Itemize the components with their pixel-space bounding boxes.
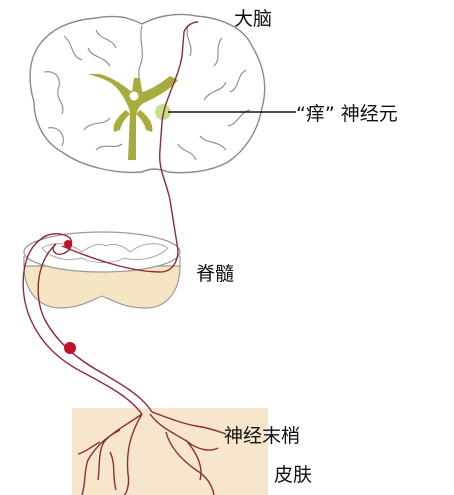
label-itch-neuron: “痒” 神经元 (296, 105, 398, 124)
spinal-cord-top (24, 232, 180, 272)
label-spinal-cord: 脊髓 (196, 265, 234, 284)
ventricle-center (129, 91, 139, 101)
label-nerve-endings: 神经末梢 (224, 427, 300, 446)
sensory-neuron-dot (64, 342, 76, 354)
label-brain: 大脑 (234, 10, 272, 29)
spinal-cord (24, 232, 180, 308)
spinal-synapse-dot (64, 240, 72, 248)
label-skin: 皮肤 (274, 466, 312, 485)
